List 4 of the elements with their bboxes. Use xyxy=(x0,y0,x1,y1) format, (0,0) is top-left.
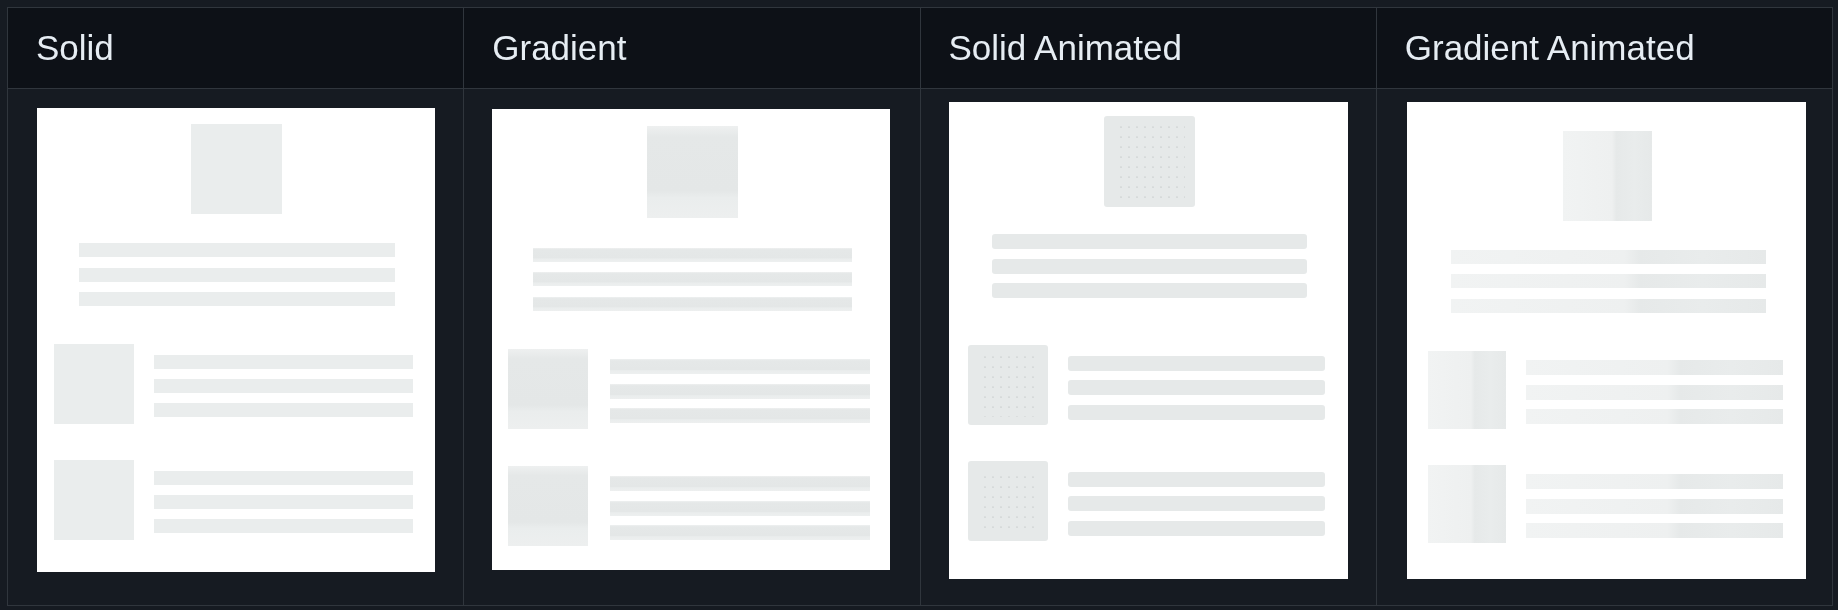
column-header: Gradient Animated xyxy=(1376,8,1832,88)
column-header: Solid Animated xyxy=(920,8,1376,88)
column-header: Solid xyxy=(8,8,464,88)
column-header: Gradient xyxy=(464,8,920,88)
